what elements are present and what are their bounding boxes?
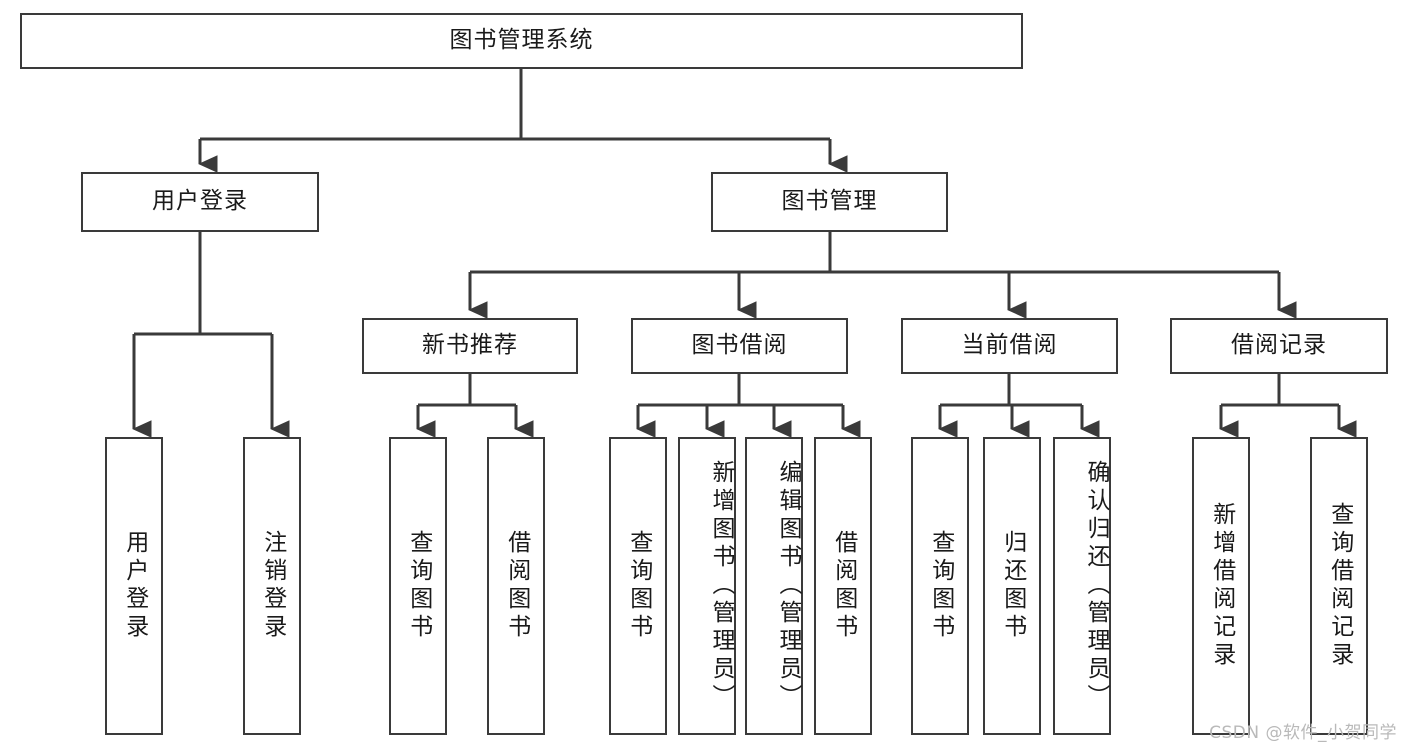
node-leaf-query-book-1[interactable]: 查询图书	[389, 437, 447, 735]
node-leaf-borrow-book-2-label: 借阅图书	[830, 530, 857, 642]
node-leaf-confirm-return[interactable]: 确认归还（管理员）	[1053, 437, 1111, 735]
node-leaf-query-book-1-label: 查询图书	[405, 530, 432, 642]
node-leaf-logout-label: 注销登录	[259, 530, 286, 642]
node-leaf-logout[interactable]: 注销登录	[243, 437, 301, 735]
node-leaf-add-book-label: 新增图书（管理员）	[708, 460, 734, 712]
node-leaf-borrow-book-1[interactable]: 借阅图书	[487, 437, 545, 735]
node-user-login-label: 用户登录	[152, 188, 248, 215]
node-leaf-add-book[interactable]: 新增图书（管理员）	[678, 437, 736, 735]
node-book-borrow-label: 图书借阅	[691, 332, 788, 359]
node-borrow-record-label: 借阅记录	[1231, 332, 1327, 359]
node-leaf-return-book[interactable]: 归还图书	[983, 437, 1041, 735]
csdn-watermark: CSDN @软件_小贺同学	[1209, 723, 1397, 743]
node-leaf-user-login[interactable]: 用户登录	[105, 437, 163, 735]
node-book-borrow[interactable]: 图书借阅	[631, 318, 848, 374]
node-leaf-add-record-label: 新增借阅记录	[1208, 502, 1235, 670]
node-new-book-recommend[interactable]: 新书推荐	[362, 318, 578, 374]
node-leaf-borrow-book-2[interactable]: 借阅图书	[814, 437, 872, 735]
node-leaf-confirm-return-label: 确认归还（管理员）	[1083, 460, 1109, 712]
node-new-book-recommend-label: 新书推荐	[422, 332, 518, 359]
node-borrow-record[interactable]: 借阅记录	[1170, 318, 1388, 374]
node-user-login[interactable]: 用户登录	[81, 172, 319, 232]
node-leaf-edit-book[interactable]: 编辑图书（管理员）	[745, 437, 803, 735]
node-root-label: 图书管理系统	[449, 27, 594, 54]
node-book-manage-label: 图书管理	[781, 188, 878, 215]
node-leaf-query-book-3[interactable]: 查询图书	[911, 437, 969, 735]
node-root[interactable]: 图书管理系统	[20, 13, 1023, 69]
node-leaf-query-record-label: 查询借阅记录	[1326, 502, 1353, 670]
node-leaf-return-book-label: 归还图书	[999, 530, 1026, 642]
node-book-manage[interactable]: 图书管理	[711, 172, 948, 232]
node-leaf-query-book-2-label: 查询图书	[625, 530, 652, 642]
node-leaf-query-book-3-label: 查询图书	[927, 530, 954, 642]
node-leaf-edit-book-label: 编辑图书（管理员）	[775, 460, 801, 712]
node-leaf-borrow-book-1-label: 借阅图书	[503, 530, 530, 642]
node-leaf-query-book-2[interactable]: 查询图书	[609, 437, 667, 735]
node-leaf-add-record[interactable]: 新增借阅记录	[1192, 437, 1250, 735]
node-current-borrow[interactable]: 当前借阅	[901, 318, 1118, 374]
node-leaf-query-record[interactable]: 查询借阅记录	[1310, 437, 1368, 735]
node-leaf-user-login-label: 用户登录	[121, 530, 148, 642]
node-current-borrow-label: 当前借阅	[961, 332, 1058, 359]
